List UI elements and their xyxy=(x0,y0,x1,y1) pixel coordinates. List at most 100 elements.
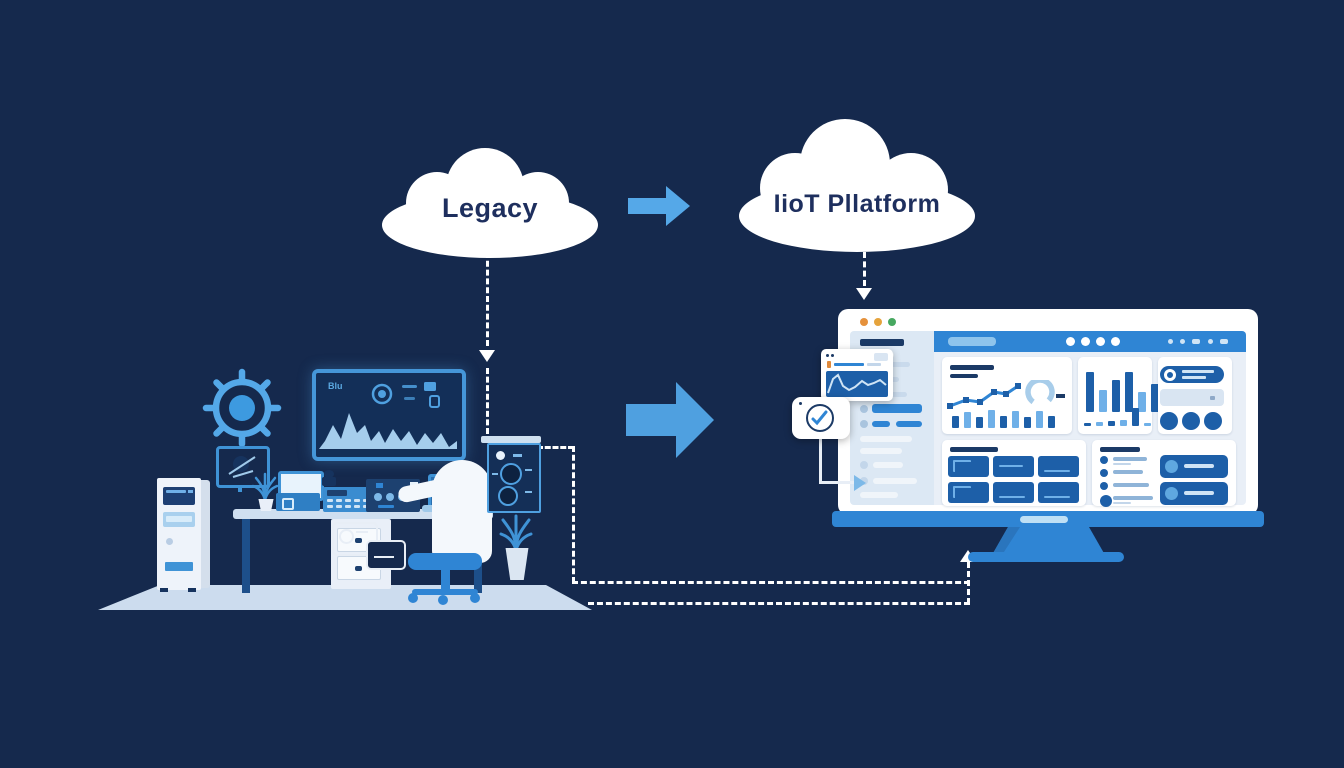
sidebar-item-icon xyxy=(860,420,868,428)
activity-row-icon xyxy=(1100,482,1108,490)
server-tower-side xyxy=(201,480,210,588)
mini-window-icon xyxy=(827,361,831,368)
monitor-bezel xyxy=(832,511,1264,527)
window-line-glyph xyxy=(374,556,394,558)
mini-window-line xyxy=(867,363,881,366)
window-dot-3 xyxy=(888,318,896,326)
console-key xyxy=(336,505,342,508)
monitor-stand-neck xyxy=(992,527,1105,555)
kpi-circle-row xyxy=(1160,412,1228,430)
chart-bar xyxy=(1096,422,1103,426)
mini-chart-panel xyxy=(826,371,888,397)
donut-icon xyxy=(1164,369,1176,381)
panel-knob xyxy=(498,486,518,506)
kpi-input-box xyxy=(1160,389,1224,406)
activity-row-text-bar xyxy=(1113,470,1143,474)
sidebar-active-item xyxy=(872,404,922,413)
window-line-glyph xyxy=(356,531,368,533)
wall-monitor-widgets xyxy=(371,382,440,408)
window-dot-1 xyxy=(860,318,868,326)
window-outline-icon xyxy=(366,540,406,570)
window-circle-glyph xyxy=(339,529,354,544)
gauge-needle xyxy=(811,410,828,426)
gauge-card xyxy=(792,397,850,439)
activity-list xyxy=(1100,455,1153,507)
chart-bar xyxy=(1112,380,1120,412)
chart-bar xyxy=(976,417,983,428)
desk-plant-pot xyxy=(258,499,274,511)
panel-connector-v xyxy=(572,446,575,583)
arrow-right-icon xyxy=(628,186,690,226)
mini-window-box xyxy=(874,353,888,361)
data-flow-line-top xyxy=(572,581,970,584)
rack-slot xyxy=(378,505,394,508)
chart-bar xyxy=(952,416,959,428)
mini-window-titlebar xyxy=(834,363,864,366)
iiot-dashed-arrowhead-icon xyxy=(856,288,872,300)
sensor-glyph-icon xyxy=(228,456,256,478)
growth-line-chart xyxy=(947,380,1065,409)
topbar-dot xyxy=(1111,337,1120,346)
server-led xyxy=(188,490,193,493)
legacy-dashed-line xyxy=(486,252,489,346)
mountain-chart xyxy=(319,413,457,449)
card-title-bar xyxy=(950,447,998,452)
topbar-mini-icon xyxy=(1220,339,1228,344)
desk-plant-leaves xyxy=(251,472,279,502)
kpi-circle xyxy=(1204,412,1222,430)
grid-tile xyxy=(948,456,989,477)
wall-monitor: Blu xyxy=(312,369,466,461)
sidebar-item-icon xyxy=(860,461,868,469)
bar-chart-footer xyxy=(1084,408,1151,426)
tile-label-bar xyxy=(1184,491,1214,495)
panel-tick xyxy=(525,469,532,471)
card-title-bar xyxy=(1100,447,1140,452)
drawer-handle xyxy=(355,538,362,543)
server-panel-dark xyxy=(163,487,195,505)
panel-tick xyxy=(513,454,522,457)
chart-bar xyxy=(988,410,995,428)
server-foot xyxy=(160,588,168,592)
panel-connector-h xyxy=(537,446,574,449)
topbar-search-pill xyxy=(948,337,996,346)
control-panel xyxy=(487,443,541,513)
gear-icon xyxy=(202,368,282,448)
topbar-dot xyxy=(1066,337,1075,346)
chart-bar xyxy=(1099,390,1107,412)
server-panel-inner xyxy=(166,516,192,522)
topbar-dot xyxy=(1096,337,1105,346)
chart-bar xyxy=(964,412,971,428)
chart-bar xyxy=(1086,372,1094,412)
topbar-mini-icon xyxy=(1180,339,1185,344)
chart-bar xyxy=(1048,416,1055,428)
framed-sensor-icon xyxy=(216,446,270,488)
bar-chart xyxy=(1086,366,1159,412)
activity-row-icon xyxy=(1100,495,1112,507)
gauge-wire-v xyxy=(819,439,822,484)
sidebar-item-icon xyxy=(860,405,868,413)
sidebar-badge xyxy=(872,421,890,427)
sidebar-line xyxy=(873,462,903,468)
server-stripe xyxy=(166,490,186,493)
topbar-dot xyxy=(1081,337,1090,346)
growth-bar-row xyxy=(952,410,1055,428)
sidebar-line xyxy=(860,492,898,498)
sidebar-badge xyxy=(896,421,922,427)
sidebar-logo-bar xyxy=(860,339,904,346)
mini-window-dot xyxy=(831,354,834,357)
console-key xyxy=(327,505,333,508)
activity-row-icon xyxy=(1100,469,1108,477)
topbar-mini-icon xyxy=(1168,339,1173,344)
activity-side-tile xyxy=(1160,482,1228,505)
wall-monitor-label: Blu xyxy=(328,381,343,391)
server-power-button xyxy=(166,538,173,545)
big-arrow-right-icon xyxy=(626,382,714,458)
tile-label-bar xyxy=(1184,464,1214,468)
kpi-line xyxy=(1182,376,1206,379)
server-slot xyxy=(165,562,193,571)
chart-bar xyxy=(1036,411,1043,428)
activity-row-subtext-bar xyxy=(1113,463,1131,465)
chair-wheel xyxy=(408,593,418,603)
tile-circle-icon xyxy=(1165,460,1178,473)
kpi-input-mark xyxy=(1210,396,1215,400)
